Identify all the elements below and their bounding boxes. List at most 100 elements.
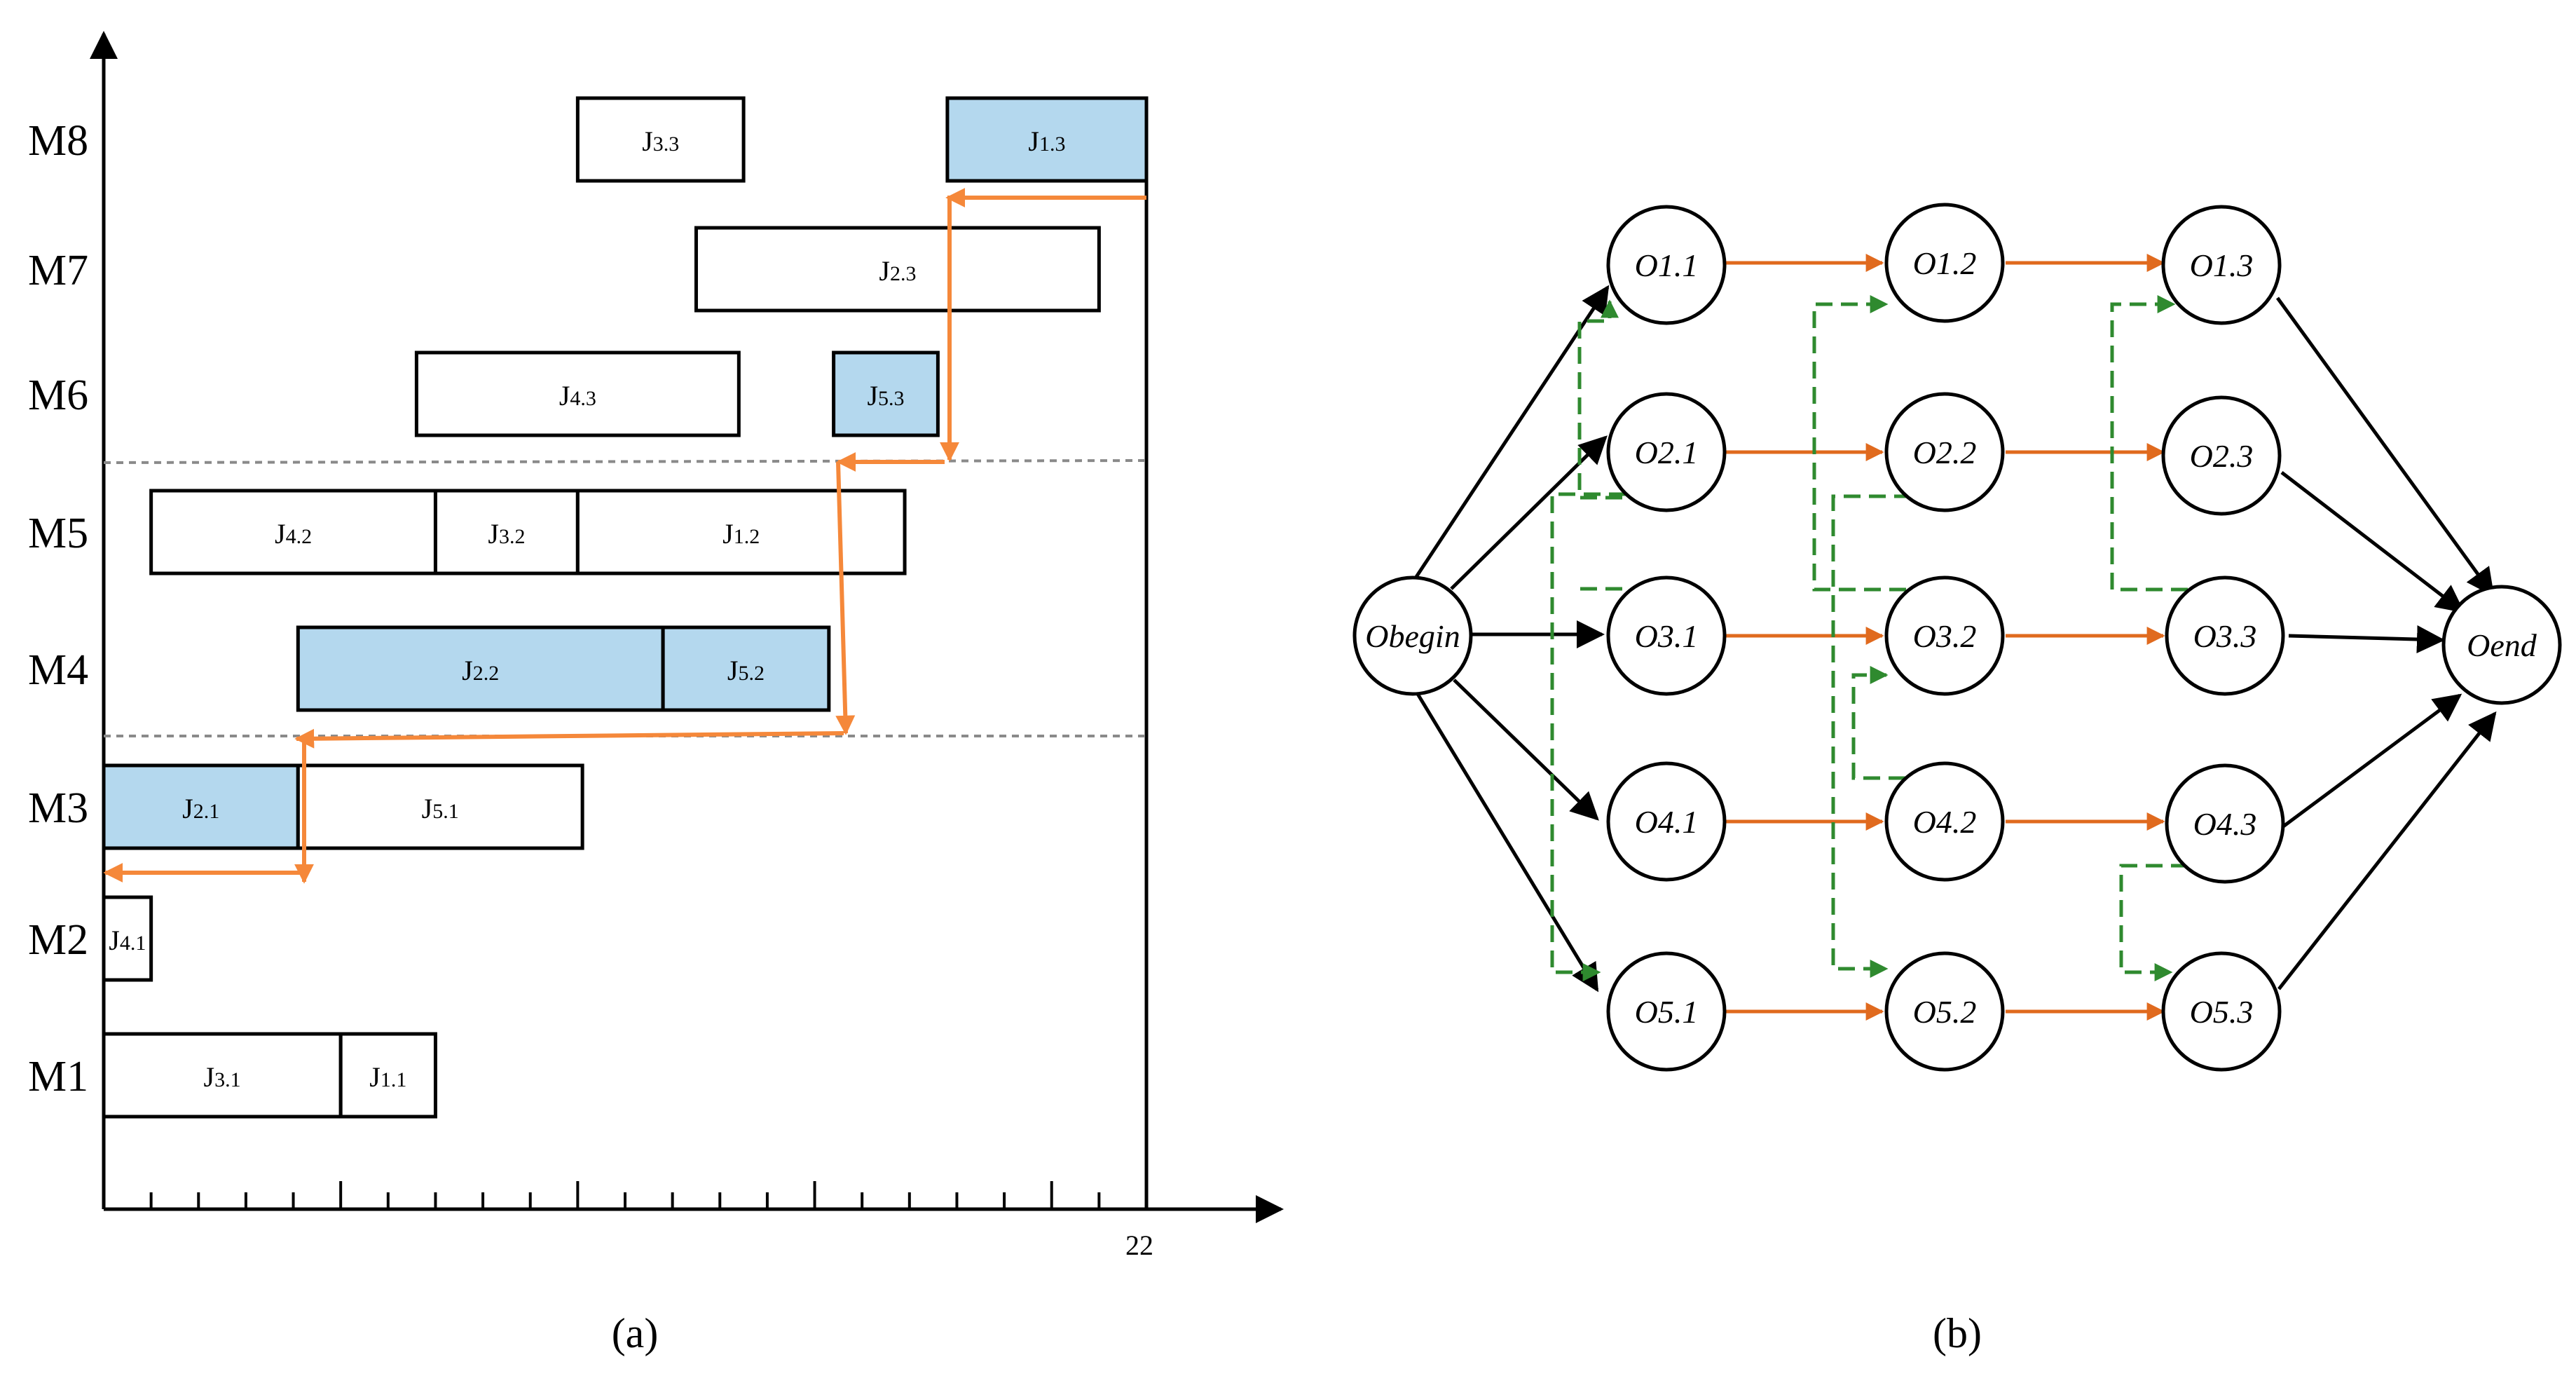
node-3.2: O3.2 [1884,575,2005,696]
critical-path-segment [835,461,856,735]
operation-j2.1: J2.1 [102,763,300,850]
arc-o4.3-end [2281,693,2462,829]
operation-label: J2.3 [879,255,916,287]
node-circle [1884,392,2005,512]
node-label: O2.2 [1913,435,1977,470]
node-label: O2.1 [1635,435,1699,470]
operation-j4.3: J4.3 [414,350,741,437]
disjunctive-arc-stage3 [2119,864,2188,981]
machine-label-m5: M5 [28,510,88,557]
disjunctive-arc-stage2 [1812,295,1906,592]
node-label: O3.2 [1913,618,1977,654]
operation-bar [945,96,1149,183]
node-4.1: O4.1 [1606,761,1727,882]
node-5.1: O5.1 [1606,951,1727,1072]
operation-j3.1: J3.1 [102,1032,343,1119]
operation-label: J3.1 [204,1061,241,1093]
node-2.2: O2.2 [1884,392,2005,512]
operation-j2.2: J2.2 [296,625,665,712]
node-label: O5.2 [1913,994,1977,1030]
node-3.1: O3.1 [1606,575,1727,696]
node-label: O3.3 [2193,618,2257,654]
machine-label-m8: M8 [28,117,88,165]
arc-begin-o4.1 [1453,679,1599,821]
machine-label-m7: M7 [28,247,88,294]
node-5.2: O5.2 [1884,951,2005,1072]
disjunctive-arc-stage1 [1577,299,1622,500]
node-circle [1884,951,2005,1072]
node-4.3: O4.3 [2165,763,2285,884]
operation-label: J1.2 [722,518,760,550]
node-label: Oend [2467,627,2537,663]
operation-bar [575,96,746,183]
node-circle [1606,575,1727,696]
operation-j4.1: J4.1 [102,895,153,982]
operation-bar [694,226,1101,313]
node-begin: Obegin [1352,575,1473,696]
operation-bar [102,763,300,850]
graph-nodes: Obegin Oend O1.1 O1.2 O1.3O2.1 O2.2 O2.3O3.1 O3… [1352,203,2562,1072]
node-4.2: O4.2 [1884,761,2005,882]
operation-label: J2.2 [462,655,499,686]
arc-o1.3-end [2275,297,2495,597]
node-label: O3.1 [1635,618,1699,654]
arc-o5.3-end [2277,711,2497,990]
node-circle [1606,205,1727,325]
node-label: O5.1 [1635,994,1699,1030]
operation-label: J3.2 [488,518,525,550]
node-1.2: O1.2 [1884,203,2005,323]
disjunctive-arc-stage1 [1550,492,1626,981]
node-1.3: O1.3 [2161,205,2282,325]
operation-bar [102,895,153,982]
operation-j1.3: J1.3 [945,96,1149,183]
operation-j5.1: J5.1 [296,763,584,850]
arc-o2.3-end [2280,471,2465,613]
node-circle [1884,575,2005,696]
operation-label: J4.1 [109,925,146,956]
operation-j5.3: J5.3 [832,350,940,437]
operation-bar [296,763,584,850]
operation-j3.2: J3.2 [433,489,580,575]
operation-label: J2.1 [182,793,219,824]
machine-label-m1: M1 [28,1053,88,1101]
node-label: Obegin [1365,618,1460,654]
stage-separator-upper [103,459,1147,464]
operation-bar [414,350,741,437]
operation-bar [575,489,907,575]
x-tick-label-22: 22 [1125,1229,1153,1261]
operation-label: J3.3 [642,125,679,157]
disjunctive-arcs [1550,295,2188,981]
operation-j2.3: J2.3 [694,226,1101,313]
machine-label-m6: M6 [28,372,88,419]
arc-o3.3-end [2288,625,2445,654]
operation-bar [433,489,580,575]
node-3.3: O3.3 [2165,575,2285,696]
disjunctive-arc-stage2 [1851,666,1905,780]
operation-j3.3: J3.3 [575,96,746,183]
arc-begin-o1.1 [1414,285,1610,578]
node-label: O1.2 [1913,245,1977,281]
node-label: O1.1 [1635,247,1699,283]
operation-label: J4.3 [559,380,596,411]
node-circle [2161,951,2282,1072]
machine-label-m4: M4 [28,646,88,694]
operation-bar [296,625,665,712]
node-label: O4.2 [1913,804,1977,840]
node-circle [1606,951,1727,1072]
node-circle [2165,575,2285,696]
operation-j5.2: J5.2 [661,625,831,712]
node-label: O2.3 [2190,438,2254,474]
node-circle [1884,761,2005,882]
operation-bar [832,350,940,437]
node-label: O4.1 [1635,804,1699,840]
arc-begin-o5.1 [1416,693,1599,993]
x-ticks [149,1181,1148,1209]
node-circle [1884,203,2005,323]
node-1.1: O1.1 [1606,205,1727,325]
node-circle [2161,395,2282,516]
node-circle [2441,585,2562,705]
